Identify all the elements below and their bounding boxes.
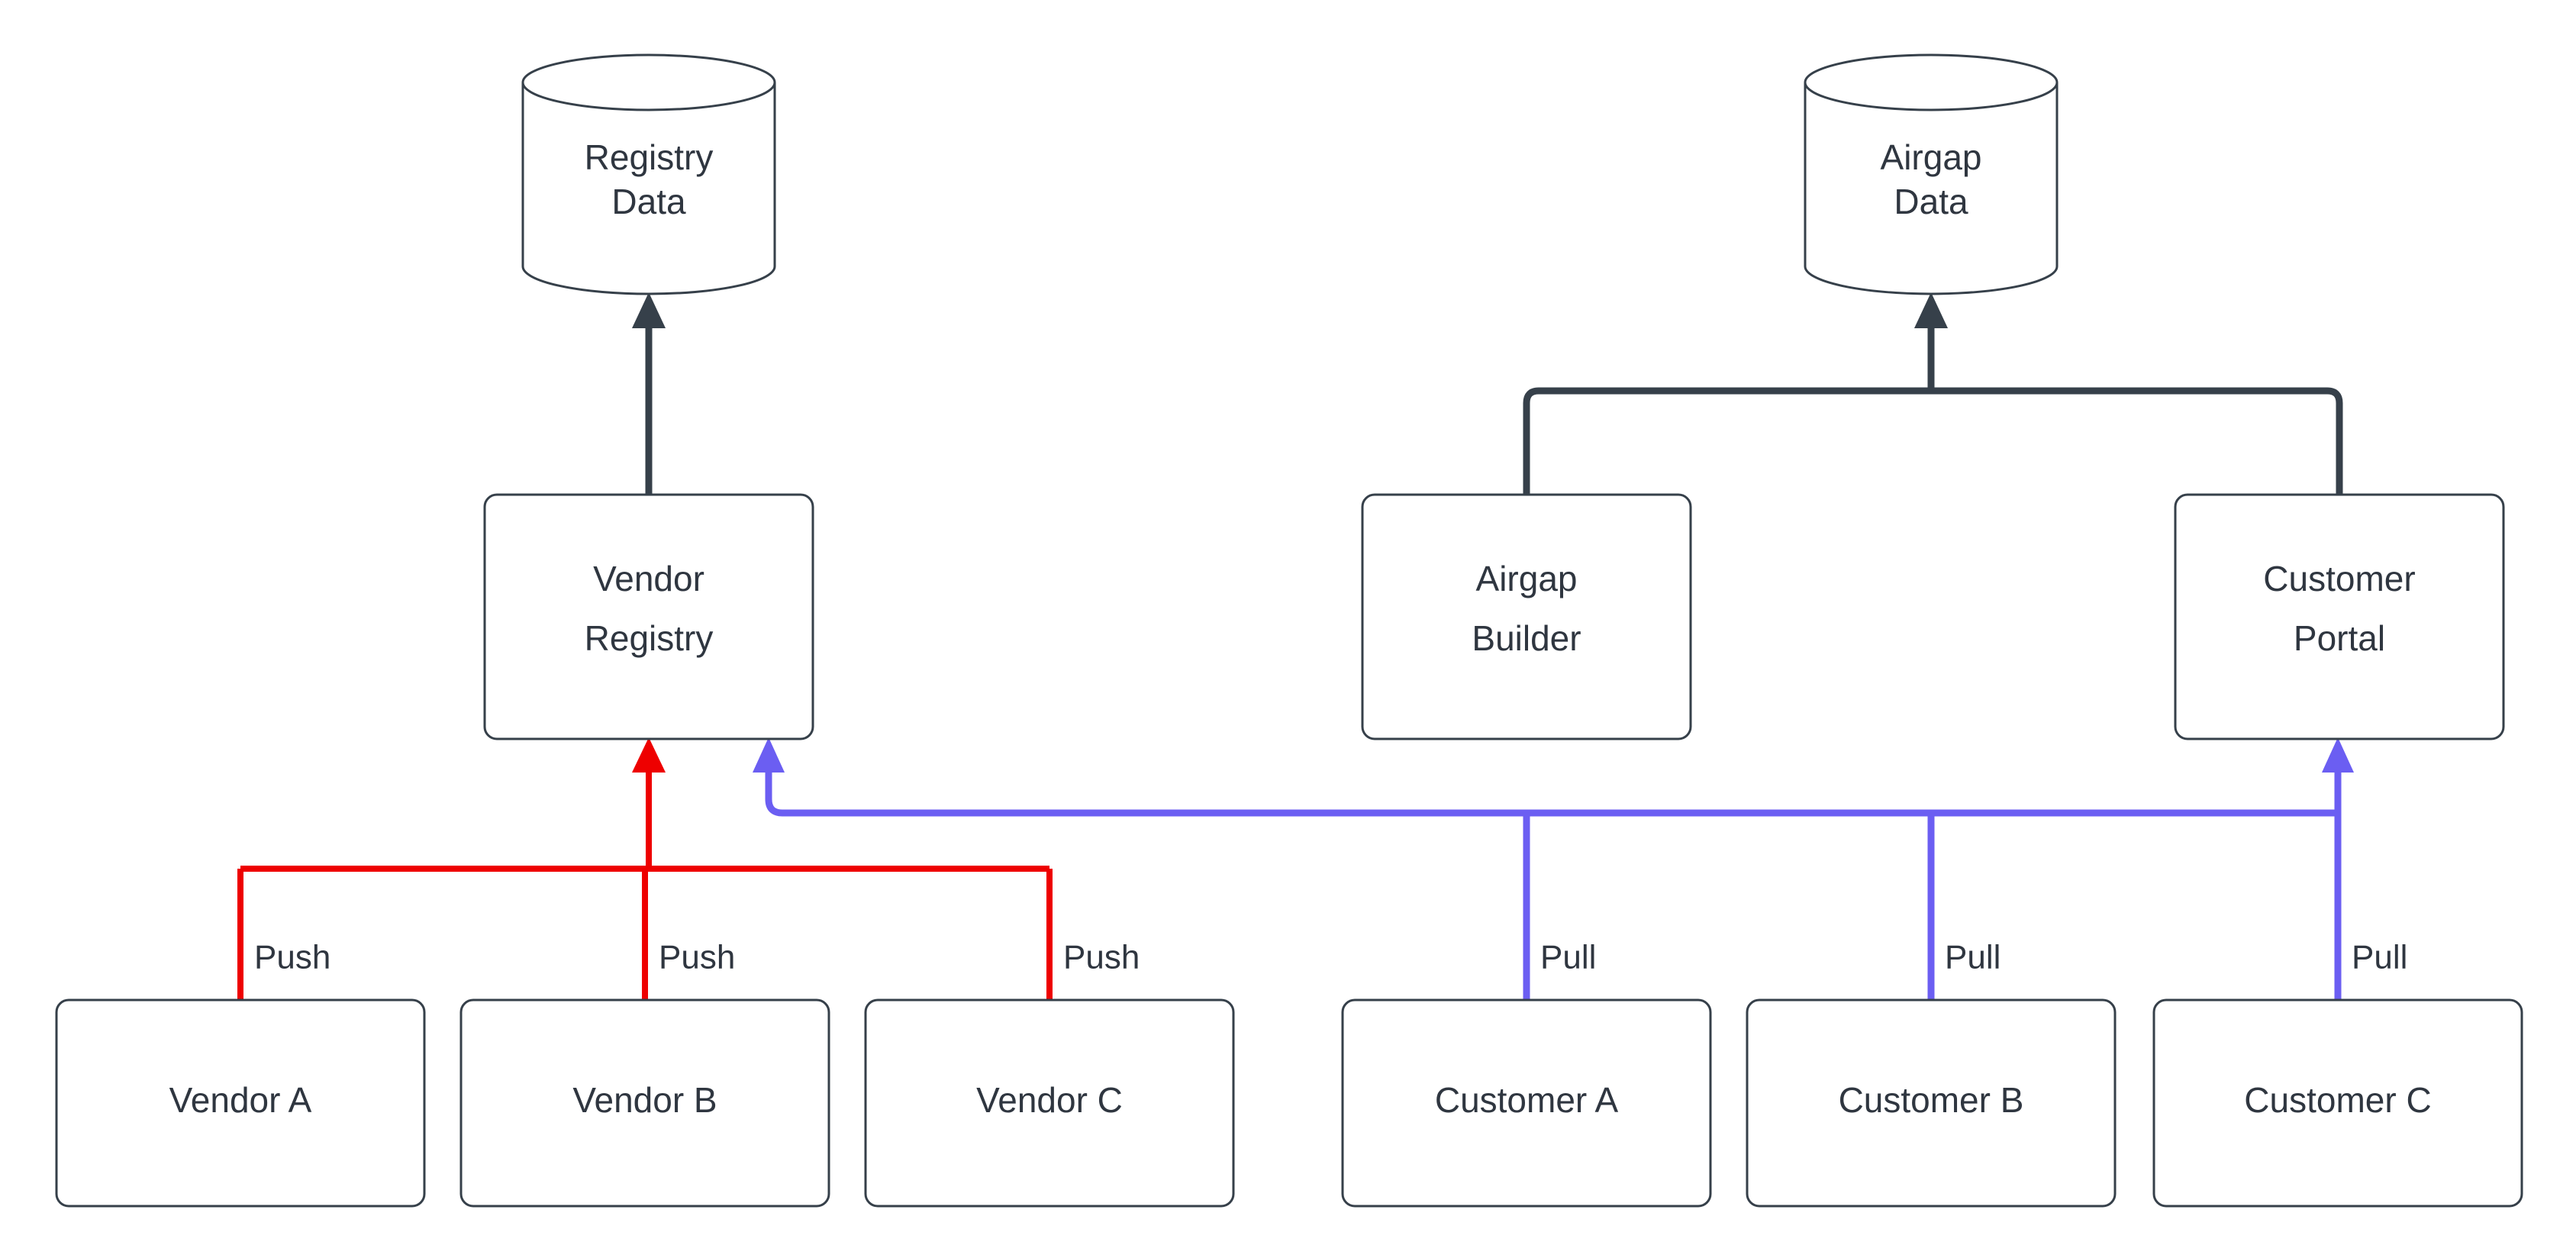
node-customer-c[interactable]: Customer C xyxy=(2152,998,2523,1208)
node-vendor-a[interactable]: Vendor A xyxy=(55,998,426,1208)
node-registry-data[interactable]: Registry Data xyxy=(521,53,776,295)
node-box xyxy=(1746,998,2117,1208)
edge-airgap-builder-to-airgap-data xyxy=(1523,387,1931,495)
arrowhead-up-icon xyxy=(753,737,785,773)
edge-label-push-vendor-a: Push xyxy=(254,939,330,976)
arrowhead-up-icon xyxy=(632,737,666,773)
edge-label-pull-customer-c: Pull xyxy=(2352,939,2407,976)
node-box xyxy=(2152,998,2523,1208)
edge-customer-portal-to-airgap-data xyxy=(1931,387,2343,495)
edge-label-push-vendor-c: Push xyxy=(1063,939,1140,976)
registry-data-label-line1: Registry xyxy=(585,137,714,177)
cylinder-top-ellipse xyxy=(1804,53,2059,111)
node-customer-a[interactable]: Customer A xyxy=(1341,998,1712,1208)
edge-label-pull-customer-b: Pull xyxy=(1945,939,2001,976)
cylinder-top-ellipse xyxy=(521,53,776,111)
edge-line xyxy=(1931,387,2343,495)
edge-label-pull-customer-a: Pull xyxy=(1540,939,1596,976)
node-box xyxy=(459,998,830,1208)
node-vendor-registry[interactable]: Vendor Registry xyxy=(483,493,814,740)
customer-portal-label-line1: Customer xyxy=(2263,559,2415,598)
node-customer-b[interactable]: Customer B xyxy=(1746,998,2117,1208)
customer-c-label: Customer C xyxy=(2244,1080,2431,1120)
arrowhead-up-icon xyxy=(632,292,666,328)
vendor-registry-label-line2: Registry xyxy=(585,618,714,658)
node-airgap-data[interactable]: Airgap Data xyxy=(1804,53,2059,295)
customer-b-label: Customer B xyxy=(1839,1080,2024,1120)
node-box xyxy=(2174,493,2505,740)
node-box xyxy=(55,998,426,1208)
node-airgap-builder[interactable]: Airgap Builder xyxy=(1361,493,1692,740)
vendor-a-label: Vendor A xyxy=(169,1080,312,1120)
node-box xyxy=(864,998,1235,1208)
edge-label-push-vendor-b: Push xyxy=(659,939,735,976)
arrowhead-up-icon xyxy=(1914,292,1948,328)
edge-vendor-registry-to-registry-data xyxy=(632,292,666,495)
edge-line xyxy=(1523,387,1931,495)
node-box xyxy=(1361,493,1692,740)
node-customer-portal[interactable]: Customer Portal xyxy=(2174,493,2505,740)
edge-airgap-data-riser xyxy=(1914,292,1948,391)
airgap-builder-label-line1: Airgap xyxy=(1476,559,1578,598)
edge-push-bus xyxy=(237,737,1053,1000)
customer-portal-label-line2: Portal xyxy=(2294,618,2385,658)
node-box xyxy=(1341,998,1712,1208)
vendor-b-label: Vendor B xyxy=(572,1080,717,1120)
vendor-c-label: Vendor C xyxy=(976,1080,1123,1120)
vendor-registry-label-line1: Vendor xyxy=(593,559,704,598)
node-vendor-c[interactable]: Vendor C xyxy=(864,998,1235,1208)
edge-pull-bus xyxy=(753,737,2354,1000)
customer-a-label: Customer A xyxy=(1435,1080,1619,1120)
node-box xyxy=(483,493,814,740)
cylinder-body xyxy=(1804,82,2059,295)
arrowhead-up-icon xyxy=(2322,737,2354,773)
airgap-builder-label-line2: Builder xyxy=(1472,618,1581,658)
node-vendor-b[interactable]: Vendor B xyxy=(459,998,830,1208)
registry-data-label-line2: Data xyxy=(611,182,686,221)
pull-riser-vendor-registry xyxy=(765,756,783,817)
airgap-data-label-line2: Data xyxy=(1894,182,1968,221)
cylinder-body xyxy=(521,82,776,295)
airgap-data-label-line1: Airgap xyxy=(1881,137,1982,177)
